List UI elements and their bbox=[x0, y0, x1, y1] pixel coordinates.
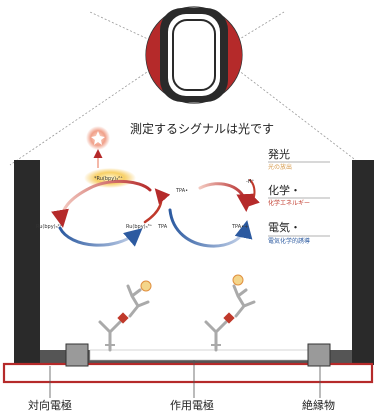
tpa-cation-label: TPA•+ bbox=[231, 224, 248, 230]
legend-sublabel-electrical: 電気化学的誘導 bbox=[268, 238, 311, 245]
legend-label-electrical: 電気・ bbox=[268, 221, 301, 234]
excited-state-glow bbox=[84, 168, 136, 188]
caption-working-electrode: 作用電極 bbox=[170, 399, 214, 412]
tpa-cycle bbox=[168, 179, 260, 248]
proton-label: -H⁺ bbox=[246, 179, 255, 185]
light-emission bbox=[86, 126, 110, 168]
ru-left-label: Ru(bpy)₃²⁺ bbox=[36, 224, 63, 230]
tpa-top-label: TPA• bbox=[175, 188, 188, 194]
excited-ru-label: *Ru(bpy)₃²⁺ bbox=[94, 176, 123, 182]
antibody-complex-left bbox=[98, 280, 152, 352]
legend-label-chemical: 化学・ bbox=[268, 184, 301, 197]
legend-sublabel-luminescence: 光の放出 bbox=[268, 164, 293, 171]
ru-cycle bbox=[51, 179, 171, 247]
caption-insulator: 絶縁物 bbox=[302, 399, 335, 412]
legend-rules bbox=[268, 161, 330, 237]
legend-label-luminescence: 発光 bbox=[268, 148, 290, 161]
insulator-block bbox=[307, 343, 331, 398]
zoom-guides bbox=[9, 11, 363, 166]
tpa-mid-label: TPA bbox=[157, 224, 168, 230]
legend-sublabel-chemical: 化学エネルギー bbox=[268, 200, 311, 207]
magnified-cell bbox=[145, 6, 243, 104]
cell-frame bbox=[2, 160, 374, 384]
antibody-complex-right bbox=[204, 274, 256, 352]
ru-right-label: Ru(bpy)₃³⁺ bbox=[126, 224, 153, 230]
headline: 測定するシグナルは光です bbox=[130, 122, 275, 136]
counter-electrode-block bbox=[49, 343, 89, 398]
caption-counter-electrode: 対向電極 bbox=[28, 399, 72, 412]
